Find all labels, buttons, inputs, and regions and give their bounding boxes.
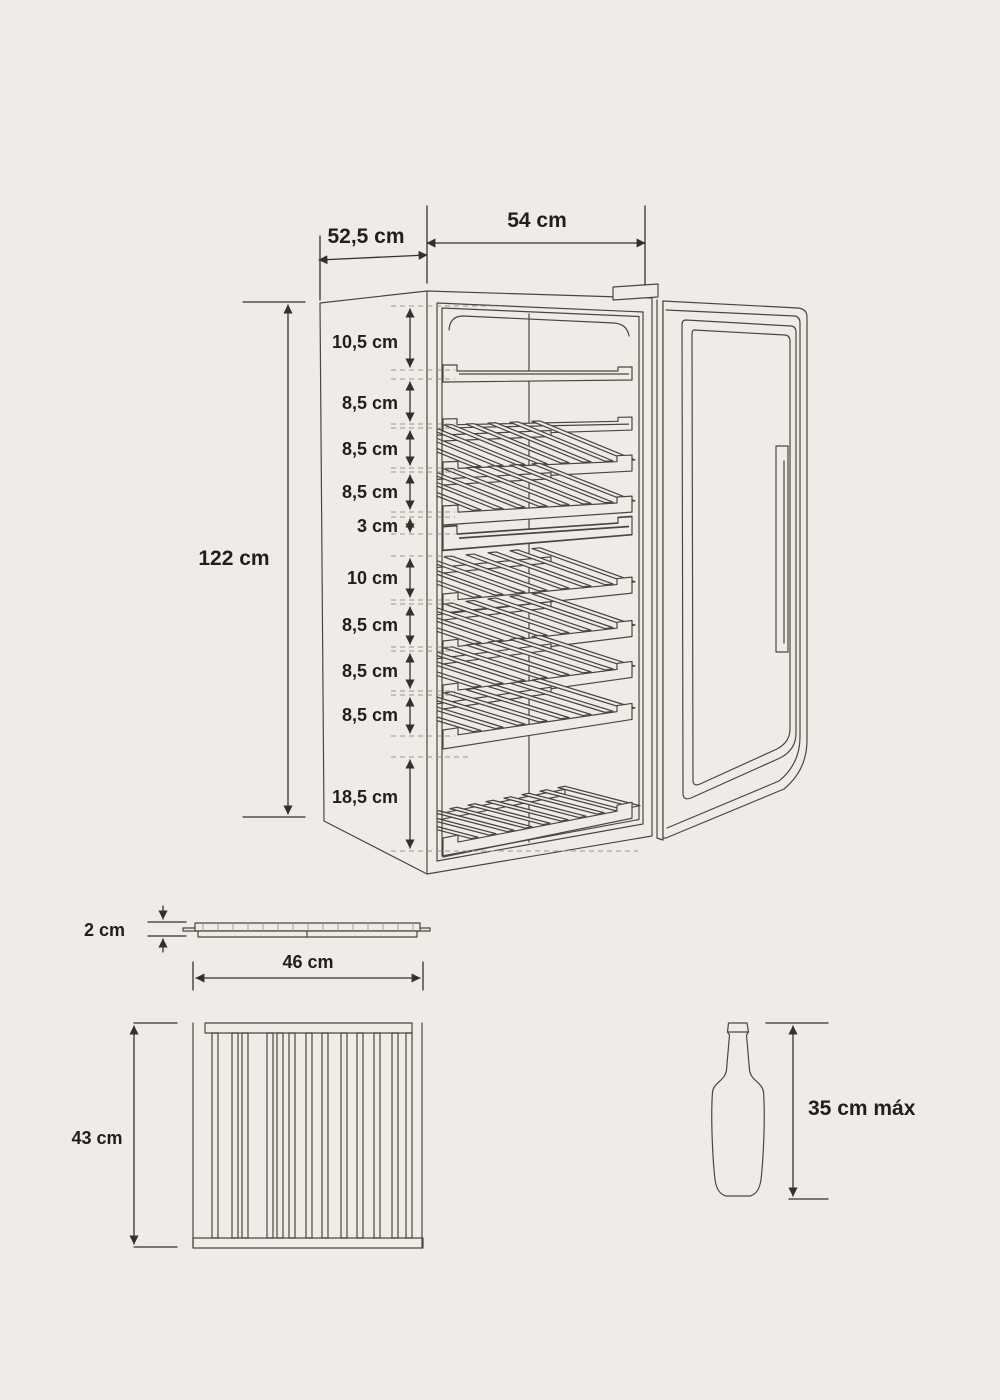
dimension-bottle-height: 35 cm máx	[765, 1022, 916, 1200]
shelf	[442, 364, 633, 383]
door-opening-frame	[436, 302, 644, 862]
dimension-label: 46 cm	[282, 952, 333, 972]
door-inner-edge	[665, 309, 801, 829]
shelf-side-view: 2 cm 46 cm	[84, 905, 431, 991]
door-opening-frame-inner	[441, 307, 640, 857]
gap-label: 10,5 cm	[332, 332, 398, 352]
gap-label: 8,5 cm	[342, 393, 398, 413]
dimension-shelf-width: 46 cm	[192, 952, 424, 991]
dimension-label: 43 cm	[71, 1128, 122, 1148]
door-hinge-edge	[656, 299, 664, 841]
interior-ceiling-liner	[448, 315, 630, 337]
gap-label: 10 cm	[347, 568, 398, 588]
door-outline	[662, 300, 808, 839]
shelf-profile	[182, 922, 431, 938]
gap-label: 8,5 cm	[342, 615, 398, 635]
dimension-label: 35 cm máx	[808, 1097, 916, 1120]
dimension-label: 2 cm	[84, 920, 125, 940]
gap-label: 8,5 cm	[342, 661, 398, 681]
dimension-label: 54 cm	[507, 209, 567, 232]
dashed-guides	[391, 305, 638, 852]
dimension-label: 122 cm	[198, 547, 269, 570]
shelf-gap-dimensions: 10,5 cm 8,5 cm 8,5 cm 8,5 cm 3 cm 10 cm …	[332, 305, 638, 852]
floor-rack-slatted	[437, 771, 641, 858]
dimension-top-width: 54 cm	[426, 205, 646, 286]
cabinet-interior	[437, 313, 641, 858]
door-handle	[775, 445, 789, 653]
gap-label: 8,5 cm	[342, 482, 398, 502]
shelf-front-view: 43 cm	[71, 1022, 424, 1249]
bottle-view: 35 cm máx	[711, 1022, 916, 1200]
dimension-line	[318, 250, 428, 265]
gap-label: 18,5 cm	[332, 787, 398, 807]
glass-door	[656, 299, 808, 841]
wine-cooler-illustration: 54 cm 52,5 cm 122 cm	[198, 205, 808, 875]
dimension-top-depth: 52,5 cm	[318, 225, 428, 301]
gap-label: 8,5 cm	[342, 705, 398, 725]
door-glass-frame-outer	[681, 319, 797, 800]
dimension-shelf-thickness: 2 cm	[84, 905, 187, 953]
shelf-grid	[192, 1022, 424, 1249]
shelf-slat-bars	[211, 1032, 413, 1239]
wine-bottle-outline	[711, 1022, 765, 1197]
dimension-shelf-depth: 43 cm	[71, 1022, 178, 1248]
dimension-label: 52,5 cm	[327, 225, 404, 248]
door-glass-frame-inner	[691, 329, 791, 786]
gap-label: 3 cm	[357, 516, 398, 536]
cabinet-body	[319, 283, 659, 875]
gap-label: 8,5 cm	[342, 439, 398, 459]
dimension-height: 122 cm	[198, 301, 306, 818]
top-hinge-bracket	[612, 283, 659, 301]
